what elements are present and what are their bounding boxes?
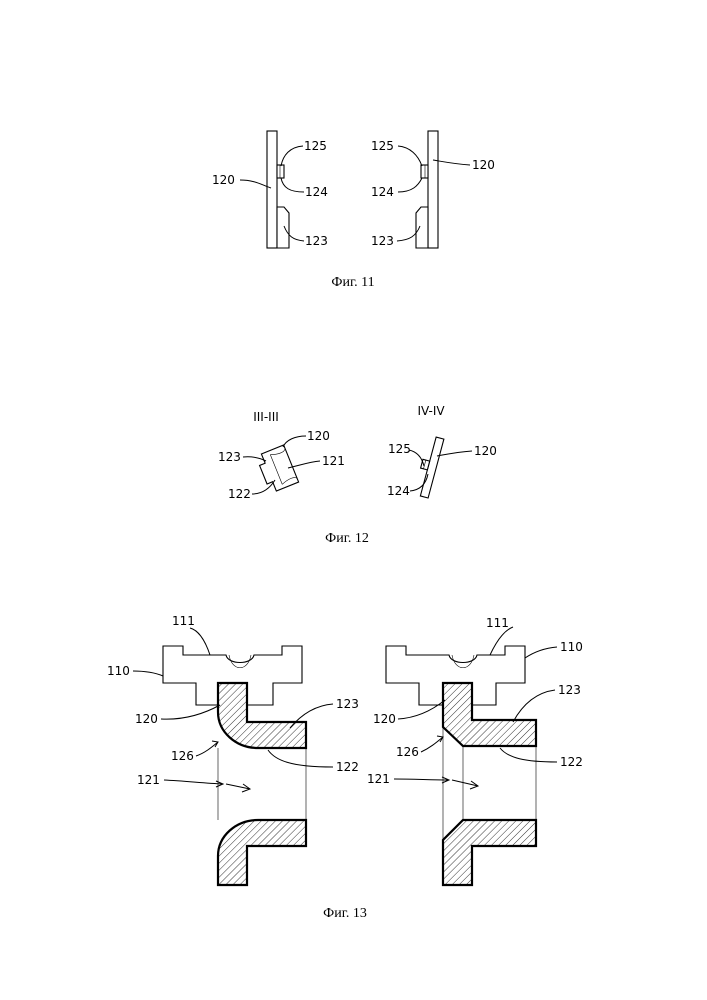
- fig12-section-title-iv: IV-IV: [417, 404, 445, 418]
- fig13-left-label-122: 122: [336, 760, 359, 774]
- fig11-label-125-left: 125: [304, 139, 327, 153]
- fig11-label-124-right: 124: [371, 185, 394, 199]
- fig12-label-120-left: 120: [307, 429, 330, 443]
- fig13-right-label-121: 121: [367, 772, 390, 786]
- fig13-right-label-111: 111: [486, 616, 509, 630]
- fig11-label-125-right: 125: [371, 139, 394, 153]
- fig12-section-title-iii: III-III: [253, 410, 279, 424]
- fig13-right-seal-lower: [443, 820, 536, 885]
- fig13-right-label-122: 122: [560, 755, 583, 769]
- fig11-label-124-left: 124: [305, 185, 328, 199]
- fig12-label-122: 122: [228, 487, 251, 501]
- figure-13: 111 110 120 123 126 122 121: [107, 614, 583, 921]
- fig13-left-label-123: 123: [336, 697, 359, 711]
- fig13-right-label-126: 126: [396, 745, 419, 759]
- figure-11: 125 120 124 123 125 120 124 123 Фиг. 11: [212, 131, 495, 290]
- fig12-label-121: 121: [322, 454, 345, 468]
- fig12-label-123: 123: [218, 450, 241, 464]
- fig13-caption: Фиг. 13: [323, 906, 367, 921]
- fig13-left-label-126: 126: [171, 749, 194, 763]
- fig12-label-125: 125: [388, 442, 411, 456]
- fig13-left-seal-lower: [218, 820, 306, 885]
- fig13-left-label-110: 110: [107, 664, 130, 678]
- fig11-caption: Фиг. 11: [331, 275, 374, 290]
- fig12-caption: Фиг. 12: [325, 531, 369, 546]
- fig13-right-label-123: 123: [558, 683, 581, 697]
- fig12-section-iii-part: [256, 445, 299, 493]
- fig13-right-label-120: 120: [373, 712, 396, 726]
- fig11-label-120-right: 120: [472, 158, 495, 172]
- fig13-left-assembly: [133, 628, 333, 885]
- fig11-label-123-right: 123: [371, 234, 394, 248]
- fig12-label-120-right: 120: [474, 444, 497, 458]
- fig13-left-label-111: 111: [172, 614, 195, 628]
- fig11-label-120-left: 120: [212, 173, 235, 187]
- figure-12: III-III IV-IV 120 123 121 122 125 120 12…: [218, 404, 497, 546]
- fig13-left-label-120: 120: [135, 712, 158, 726]
- fig11-label-123-left: 123: [305, 234, 328, 248]
- fig12-label-124: 124: [387, 484, 410, 498]
- fig13-left-label-121: 121: [137, 773, 160, 787]
- fig13-right-label-110: 110: [560, 640, 583, 654]
- fig11-right-part: [416, 131, 438, 248]
